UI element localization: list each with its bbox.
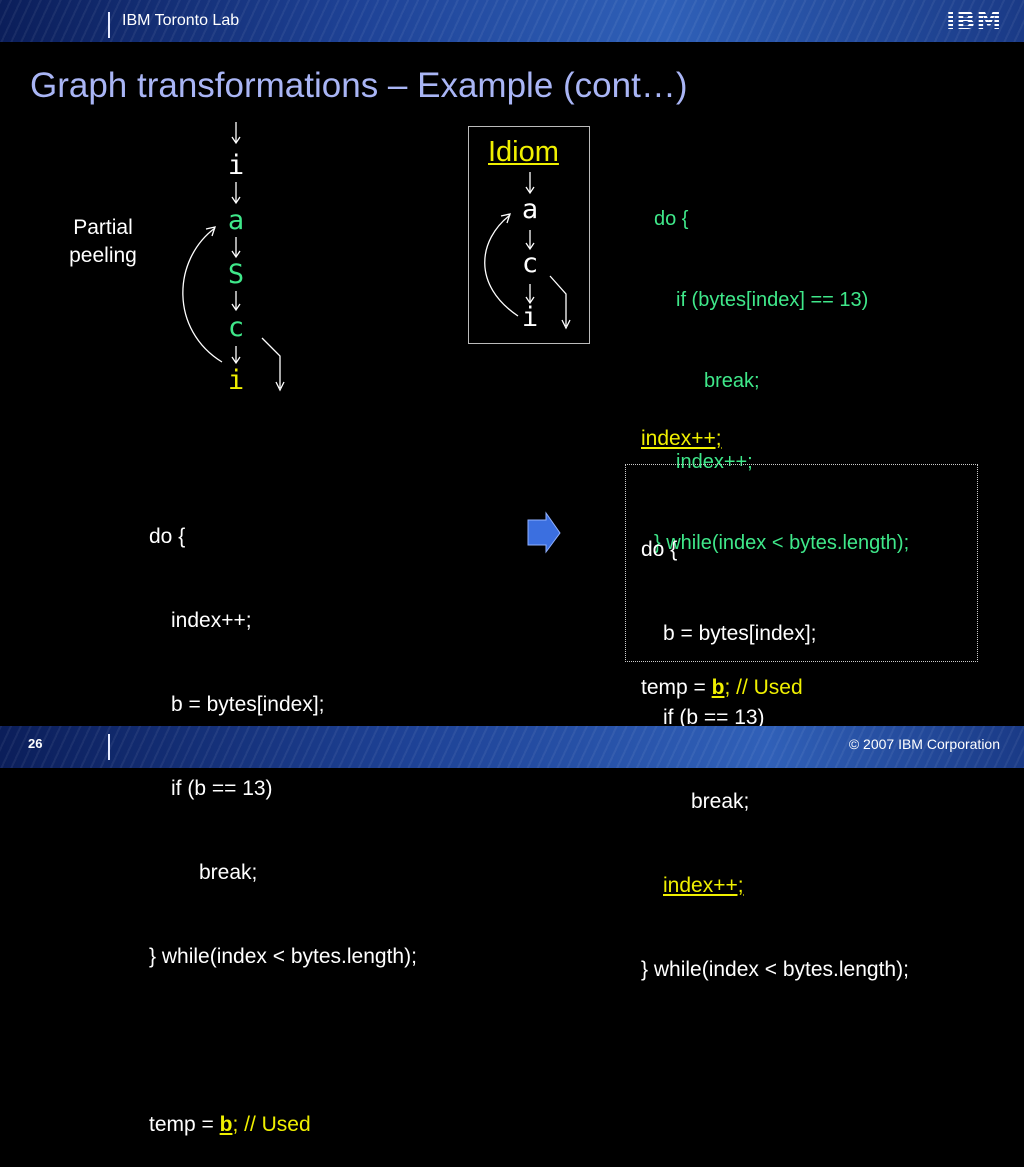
before-code-line: index++; [171, 609, 252, 632]
idiom-label: Idiom [488, 136, 559, 168]
after-code-line: } while(index < bytes.length); [641, 958, 909, 981]
temp-var-b: b [711, 676, 725, 699]
before-code-line: break; [199, 861, 258, 884]
temp-prefix: temp = [641, 676, 712, 699]
transform-arrow-icon [527, 511, 561, 554]
after-code-line: if (b == 13) [663, 706, 765, 729]
before-code-line: do { [149, 525, 186, 548]
ibm-logo: IBM [946, 8, 1016, 34]
after-preloop-increment: index++; [641, 427, 722, 450]
loop-body-box [625, 464, 978, 662]
after-code-line: break; [691, 790, 750, 813]
partial-label-line2: peeling [69, 244, 137, 267]
temp-prefix: temp = [149, 1113, 220, 1136]
partial-label-line1: Partial [73, 216, 133, 239]
idiom-code-line: } while(index < bytes.length); [654, 532, 910, 554]
graph-node-a: a [227, 205, 245, 236]
header-bar: IBM Toronto Lab IBM [0, 0, 1024, 42]
slide-title: Graph transformations – Example (cont…) [30, 66, 688, 105]
idiom-box [468, 126, 590, 344]
graph-node-i-top: i [227, 150, 245, 181]
after-temp-line: temp = b; // Used [641, 674, 803, 702]
after-code-line: b = bytes[index]; [663, 622, 817, 645]
idiom-code-line: break; [704, 370, 760, 392]
idiom-code-line: do { [654, 208, 689, 230]
idiom-code-line: if (bytes[index] == 13) [676, 289, 869, 311]
graph-node-c: c [227, 312, 245, 343]
lab-name: IBM Toronto Lab [122, 12, 240, 29]
before-code: do { index++; b = bytes[index]; if (b ==… [149, 467, 417, 1167]
before-code-line: b = bytes[index]; [171, 693, 325, 716]
temp-var-b: b [219, 1113, 233, 1136]
footer-divider [108, 734, 110, 760]
before-temp-line: temp = b; // Used [149, 1111, 417, 1139]
partial-peeling-label: Partial peeling [58, 214, 148, 270]
after-code-line-increment: index++; [663, 874, 744, 897]
after-code-line: do { [641, 538, 678, 561]
before-code-line: if (b == 13) [171, 777, 273, 800]
idiom-code: do { if (bytes[index] == 13) break; inde… [654, 152, 909, 584]
before-code-line: } while(index < bytes.length); [149, 945, 417, 968]
copyright: © 2007 IBM Corporation [848, 736, 1000, 752]
page-number: 26 [28, 736, 43, 751]
graph-node-i-bottom: i [227, 365, 245, 396]
temp-suffix: ; // Used [232, 1113, 311, 1136]
footer-bar: 26 © 2007 IBM Corporation [0, 726, 1024, 768]
idiom-node-a: a [521, 194, 539, 225]
graph-node-s: S [227, 259, 245, 290]
idiom-code-line: index++; [676, 451, 753, 473]
idiom-node-c: c [521, 248, 539, 279]
temp-suffix: ; // Used [724, 676, 803, 699]
header-divider [108, 12, 110, 38]
idiom-node-i: i [521, 302, 539, 333]
